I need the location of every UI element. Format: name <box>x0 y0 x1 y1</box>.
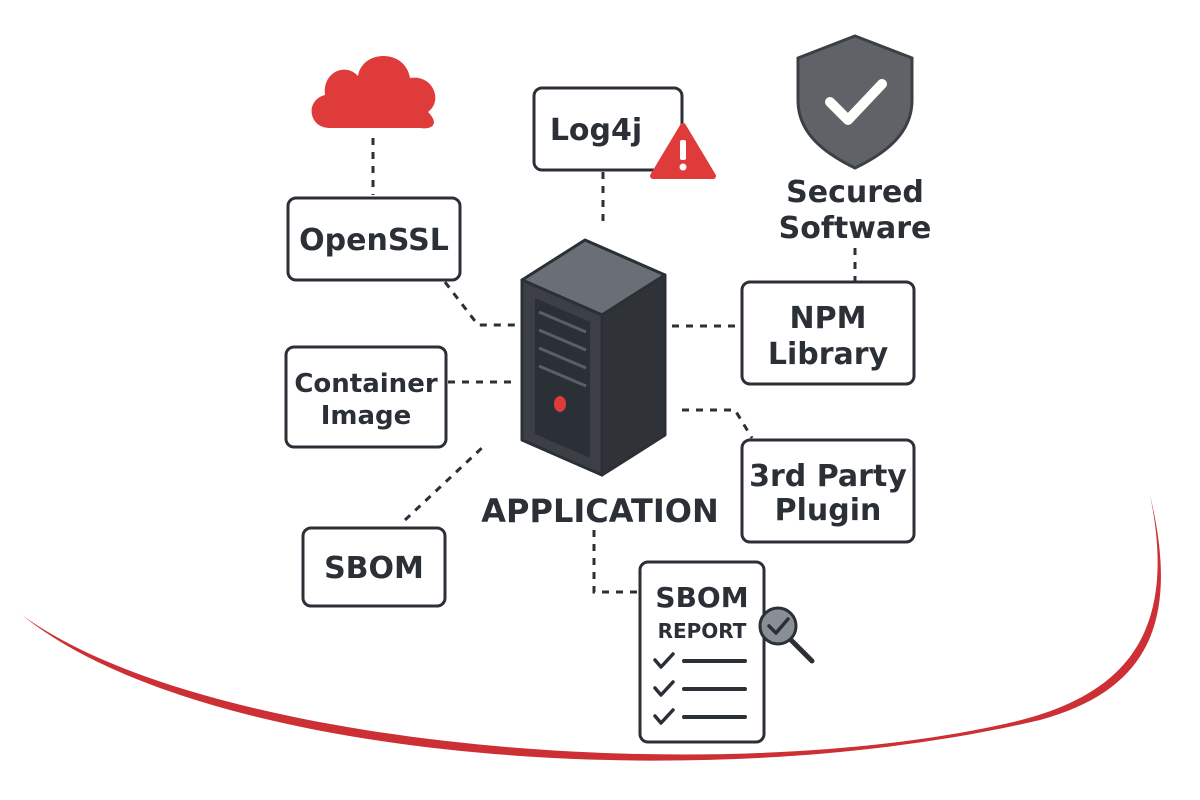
log4j-label: Log4j <box>550 113 642 148</box>
openssl-label: OpenSSL <box>299 223 449 258</box>
sbom-node: SBOM <box>301 526 447 608</box>
red-swoosh-decoration <box>22 495 1161 761</box>
warning-icon <box>650 123 716 179</box>
sbom-label: SBOM <box>324 551 424 586</box>
application-label: APPLICATION <box>481 492 718 530</box>
openssl-node: OpenSSL <box>286 196 462 282</box>
npm-library-label-line2: Library <box>768 337 889 372</box>
container-image-label-line1: Container <box>294 369 437 399</box>
log4j-node: Log4j <box>532 86 684 172</box>
connector-sbom-app <box>403 443 487 522</box>
npm-library-label-line1: NPM <box>790 301 867 336</box>
sbom-report-label-line1: SBOM <box>655 581 748 614</box>
secured-software-label-line2: Software <box>779 211 932 246</box>
shield-check-icon <box>796 34 914 170</box>
server-icon <box>520 238 667 477</box>
server-indicator-light <box>554 396 566 412</box>
cloud-icon <box>311 56 436 129</box>
magnifier-check-icon <box>758 606 815 664</box>
third-party-plugin-node: 3rd Party Plugin <box>740 438 916 544</box>
third-party-plugin-label-line2: Plugin <box>775 493 882 528</box>
third-party-plugin-label-line1: 3rd Party <box>749 459 907 494</box>
sbom-report-document: SBOM REPORT <box>638 560 766 744</box>
container-image-node: Container Image <box>284 345 448 449</box>
connector-app-report <box>592 530 640 594</box>
secured-software-label-line1: Secured <box>786 175 924 210</box>
connector-openssl-app <box>443 281 515 327</box>
npm-library-node: NPM Library <box>740 280 916 386</box>
checklist-icon <box>653 652 747 725</box>
connector-app-plugin <box>682 408 754 439</box>
container-image-label-line2: Image <box>321 401 412 431</box>
sbom-report-label-line2: REPORT <box>658 619 747 643</box>
